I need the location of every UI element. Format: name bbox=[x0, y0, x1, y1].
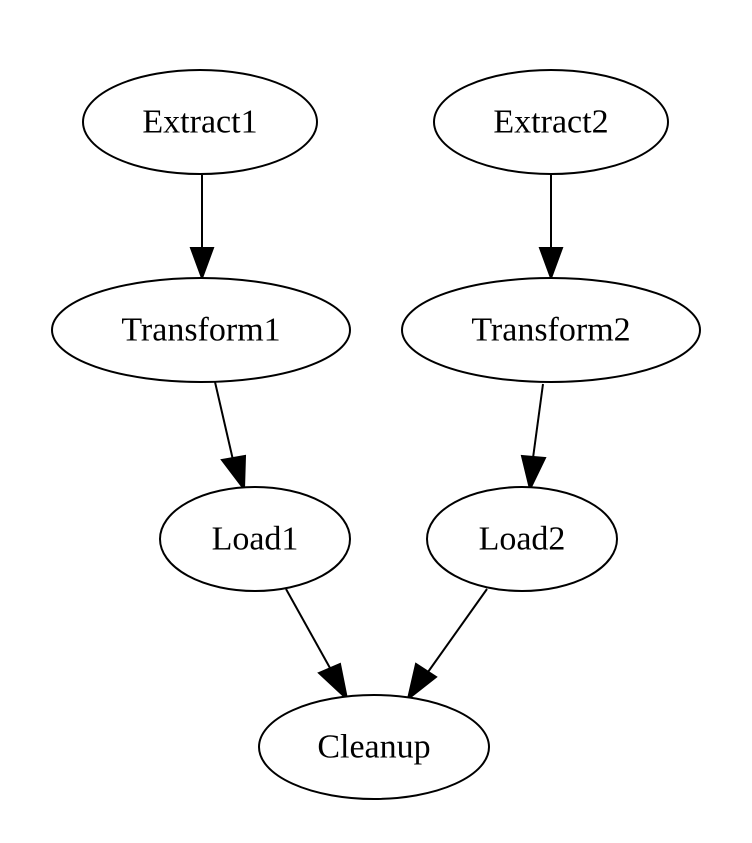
edge-extract1-transform1 bbox=[189, 175, 215, 281]
node-load1: Load1 bbox=[159, 486, 351, 592]
node-extract1: Extract1 bbox=[82, 69, 318, 175]
node-label: Transform2 bbox=[471, 312, 630, 349]
node-label: Transform1 bbox=[121, 312, 280, 349]
node-load2: Load2 bbox=[426, 486, 618, 592]
edge-load2-cleanup bbox=[406, 588, 488, 702]
edge-extract2-transform2 bbox=[538, 175, 564, 281]
node-label: Load1 bbox=[212, 521, 299, 558]
node-transform2: Transform2 bbox=[401, 277, 701, 383]
node-label: Extract2 bbox=[493, 104, 608, 141]
edge-transform1-load1 bbox=[214, 381, 247, 492]
edge-transform2-load2 bbox=[520, 383, 547, 492]
node-label: Extract1 bbox=[142, 104, 257, 141]
edge-load1-cleanup bbox=[285, 588, 349, 702]
node-extract2: Extract2 bbox=[433, 69, 669, 175]
node-cleanup: Cleanup bbox=[258, 694, 490, 800]
node-transform1: Transform1 bbox=[51, 277, 351, 383]
node-label: Load2 bbox=[479, 521, 566, 558]
node-label: Cleanup bbox=[317, 729, 430, 766]
